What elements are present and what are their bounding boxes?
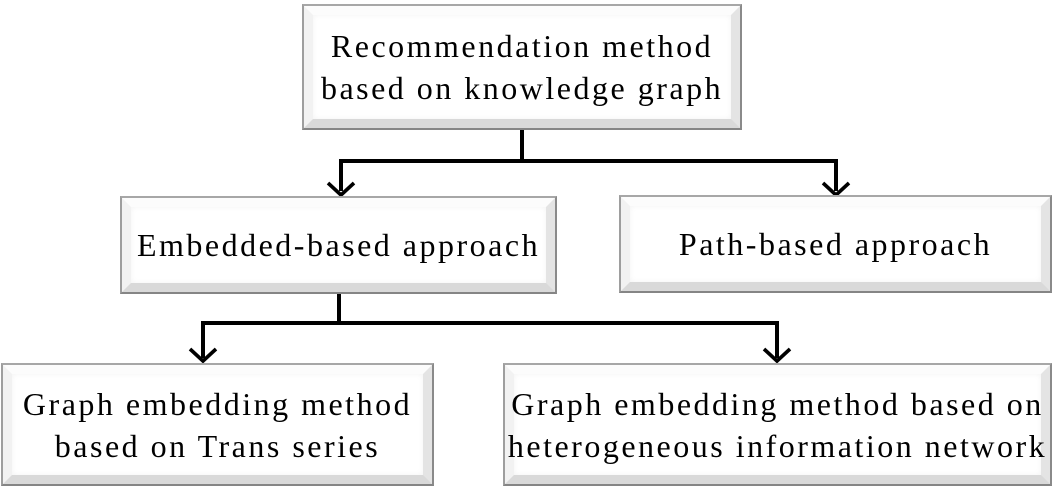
node-trans-series-method: Graph embedding method based on Trans se… bbox=[1, 363, 434, 486]
node-root-label: Recommendation method based on knowledge… bbox=[321, 25, 723, 109]
node-embedded-label-line1: Embedded-based approach bbox=[136, 227, 541, 263]
node-embedded-based-approach: Embedded-based approach bbox=[120, 196, 557, 294]
node-trans-label-line1: Graph embedding method bbox=[22, 385, 413, 422]
connector-root-to-level2 bbox=[326, 129, 851, 198]
node-trans-label: Graph embedding method based on Trans se… bbox=[23, 383, 412, 467]
node-trans-label-line2: based on Trans series bbox=[54, 427, 381, 464]
arrowhead-hin bbox=[762, 347, 792, 364]
node-embedded-label: Embedded-based approach bbox=[137, 224, 540, 266]
node-path-label: Path-based approach bbox=[679, 223, 992, 265]
arrowhead-embedded bbox=[326, 181, 356, 198]
node-hin-label: Graph embedding method based on heteroge… bbox=[508, 383, 1047, 467]
node-heterogeneous-information-network-method: Graph embedding method based on heteroge… bbox=[503, 363, 1052, 486]
node-root-label-line2: based on knowledge graph bbox=[320, 70, 724, 106]
arrowhead-trans bbox=[188, 347, 218, 364]
node-root-recommendation-method: Recommendation method based on knowledge… bbox=[302, 4, 742, 130]
connector-embedded-to-level3 bbox=[188, 293, 792, 364]
node-root-label-line1: Recommendation method bbox=[330, 28, 714, 64]
node-path-based-approach: Path-based approach bbox=[619, 195, 1052, 293]
node-path-label-line1: Path-based approach bbox=[678, 226, 993, 262]
node-hin-label-line1: Graph embedding method based on bbox=[511, 385, 1044, 422]
node-hin-label-line2: heterogeneous information network bbox=[507, 427, 1048, 464]
